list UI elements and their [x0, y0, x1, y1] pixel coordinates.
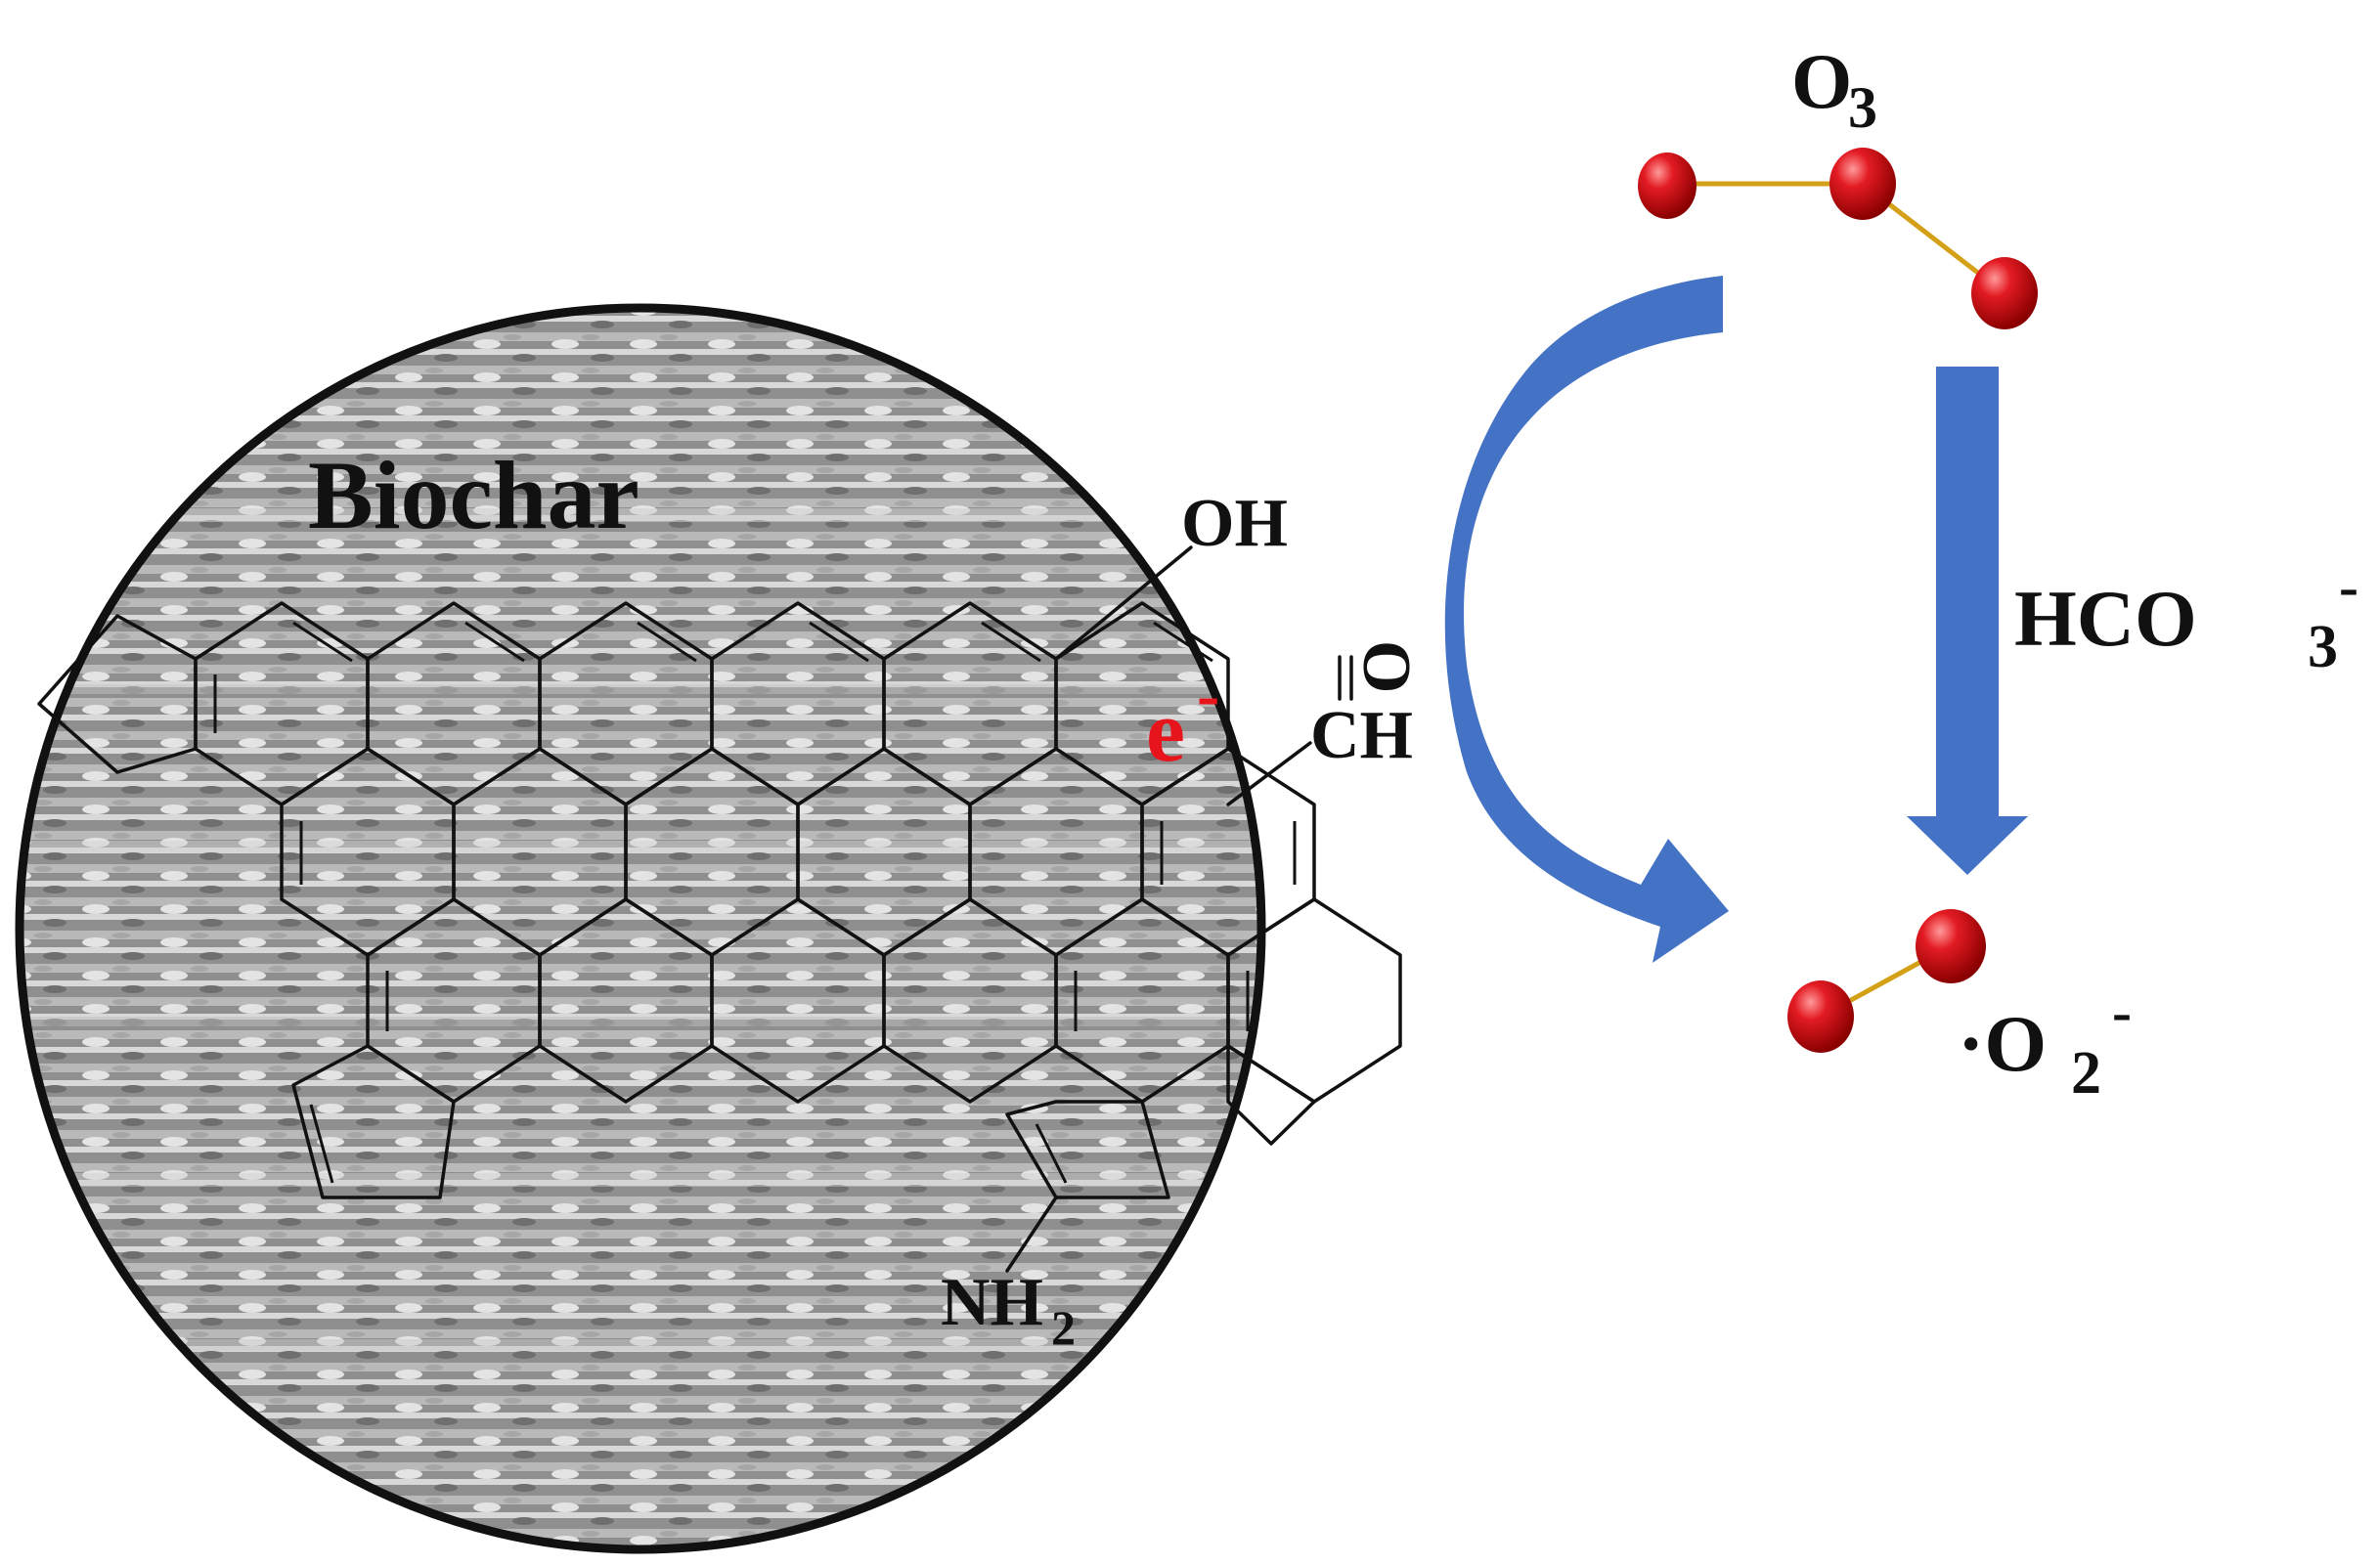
electron-charge: -	[1197, 658, 1219, 733]
superoxide-subscript: 2	[2071, 1040, 2101, 1107]
ozone-molecule-icon	[1638, 148, 2038, 329]
aldehyde-group-label: CH	[1310, 698, 1413, 773]
bicarbonate-label: HCO	[2014, 574, 2197, 663]
biochar-particle	[15, 303, 1266, 1554]
ozone-label: O	[1791, 39, 1852, 125]
amine-group-label: NH	[941, 1265, 1043, 1340]
amine-subscript: 2	[1051, 1300, 1076, 1355]
hydroxyl-group-label: OH	[1181, 486, 1288, 561]
electron-label: e	[1146, 683, 1185, 780]
biochar-label: Biochar	[308, 441, 639, 549]
superoxide-charge: -	[2112, 979, 2132, 1044]
graphene-structure	[37, 545, 1402, 1273]
pentagons	[37, 614, 1316, 1199]
carbonyl-oxygen-label: O	[1348, 640, 1424, 693]
double-bonds	[213, 621, 1297, 1184]
bicarbonate-subscript: 3	[2308, 614, 2338, 680]
superoxide-molecule-icon	[1787, 909, 1986, 1053]
bicarbonate-charge: -	[2339, 554, 2358, 619]
ozone-subscript: 3	[1848, 75, 1877, 140]
superoxide-label: ·O	[1958, 999, 2047, 1088]
substituent-bonds	[1005, 545, 1353, 1273]
curved-arrow-icon	[1444, 276, 1729, 963]
down-arrow-icon	[1907, 367, 2028, 875]
